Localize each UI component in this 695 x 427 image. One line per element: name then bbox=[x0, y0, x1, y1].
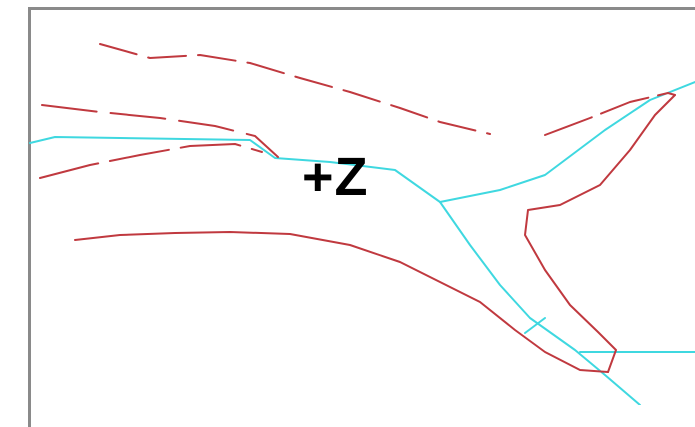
cyan-line-upper-right bbox=[439, 81, 695, 203]
line-drawing bbox=[29, 43, 695, 405]
red-line-right-top bbox=[544, 92, 676, 136]
red-line-middle bbox=[74, 231, 609, 373]
cyan-line-short bbox=[524, 317, 546, 334]
cyan-line-group bbox=[29, 81, 695, 405]
red-line-left-lower bbox=[39, 143, 263, 179]
axis-label-plus-z: +Z bbox=[302, 147, 369, 207]
red-line-right-branch bbox=[524, 94, 676, 373]
cyan-line-diagonal bbox=[439, 201, 641, 405]
red-line-top bbox=[99, 43, 491, 135]
red-line-group bbox=[39, 43, 676, 373]
red-line-left-upper bbox=[41, 104, 279, 158]
cyan-line-left bbox=[29, 136, 441, 203]
diagram-frame bbox=[28, 7, 695, 427]
